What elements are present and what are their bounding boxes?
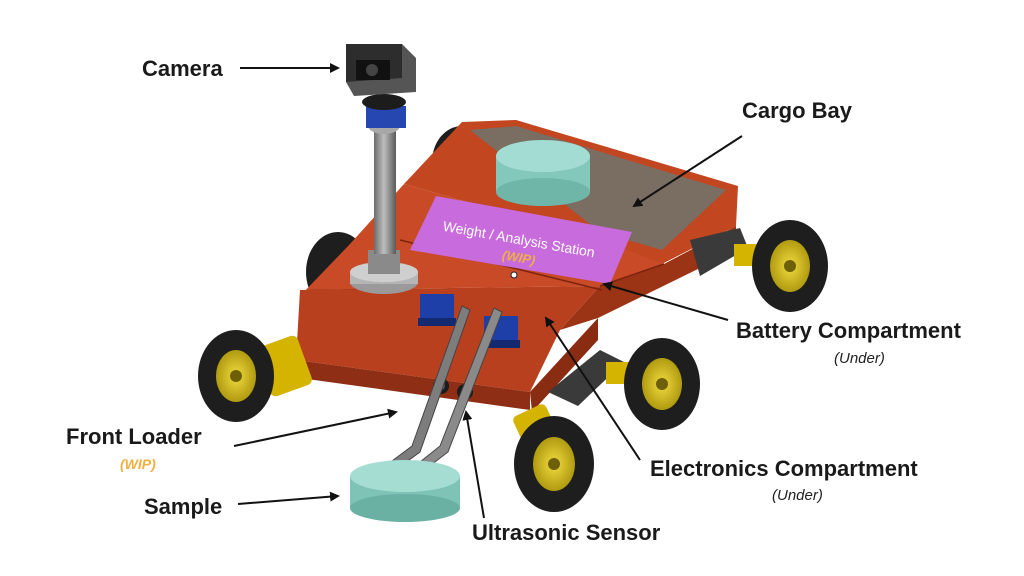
label-front-loader: Front Loader — [66, 424, 202, 449]
arrow-cargo-bay — [632, 135, 743, 208]
arrow-sample — [237, 491, 340, 505]
callout-arrows — [233, 63, 743, 519]
label-sample: Sample — [144, 494, 223, 519]
wheel-back-right — [690, 220, 828, 312]
camera — [346, 44, 416, 96]
servo-left — [418, 294, 456, 326]
arrow-electronics — [544, 316, 641, 461]
label-ultrasonic-sensor: Ultrasonic Sensor — [472, 520, 661, 545]
label-cargo-bay: Cargo Bay — [742, 98, 853, 123]
label-electronics-note: (Under) — [772, 487, 823, 504]
label-camera: Camera — [142, 56, 223, 81]
label-front-loader-note: (WIP) — [120, 456, 156, 472]
wheel-front-left — [198, 330, 312, 422]
label-battery-note: (Under) — [834, 350, 885, 367]
wheel-front-right — [513, 404, 594, 512]
label-battery-compartment: Battery Compartment — [736, 318, 961, 343]
label-electronics-compartment: Electronics Compartment — [650, 456, 918, 481]
cargo-cylinder — [496, 140, 590, 206]
analysis-station-panel — [410, 196, 632, 284]
arrow-battery — [602, 281, 729, 321]
arrow-ultrasonic — [462, 410, 485, 519]
arrow-front-loader — [233, 408, 398, 447]
panel-wip: (WIP) — [501, 247, 536, 268]
sample-cylinder — [350, 460, 460, 522]
camera-mast — [350, 94, 418, 294]
